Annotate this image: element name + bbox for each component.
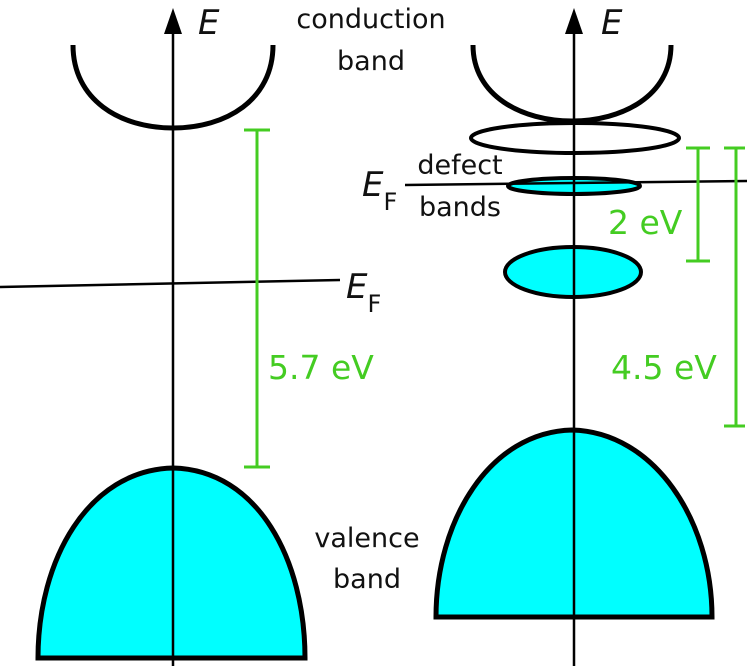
defect-bands-label-line2: bands — [419, 192, 501, 223]
right-gap-label-small: 2 eV — [608, 203, 683, 242]
left-fermi-level-subscript: F — [367, 290, 381, 318]
left-fermi-level-line — [0, 278, 341, 289]
left-gap-label: 5.7 eV — [268, 348, 374, 387]
right-fermi-level-label: EF — [362, 165, 397, 216]
left-fermi-level-label: EF — [346, 267, 381, 318]
right-gap-label-large: 4.5 eV — [611, 348, 717, 387]
left-energy-axis-arrowhead — [164, 8, 182, 34]
right-fermi-level-symbol: E — [362, 165, 384, 205]
defect-bands-label-line1: defect — [417, 150, 502, 181]
left-fermi-level-symbol: E — [346, 267, 368, 307]
right-gap-marker-large — [724, 146, 745, 428]
right-energy-axis-arrowhead — [565, 8, 583, 34]
left-valence-band — [35, 465, 308, 661]
valence-band-label-line1: valence — [314, 523, 419, 554]
left-energy-axis-label: E — [198, 3, 220, 43]
valence-band-label-line2: band — [333, 564, 401, 595]
right-energy-axis-label: E — [601, 3, 623, 43]
left-gap-marker — [244, 128, 270, 469]
right-conduction-band — [470, 44, 674, 124]
right-gap-marker-small — [686, 146, 710, 263]
conduction-band-label-line2: band — [337, 46, 405, 77]
right-fermi-level-subscript: F — [383, 188, 397, 216]
right-fermi-level-line — [404, 179, 747, 187]
conduction-band-label-line1: conduction — [296, 4, 445, 35]
